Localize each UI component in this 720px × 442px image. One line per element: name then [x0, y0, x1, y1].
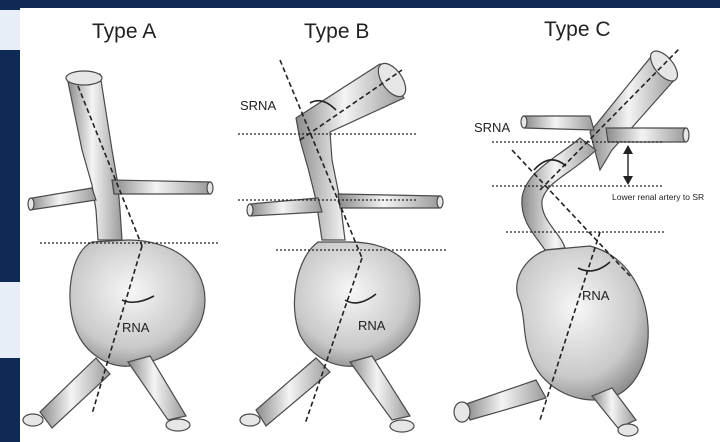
type-c-rna-label: RNA: [582, 288, 609, 303]
type-c-distance-note: Lower renal artery to SR: [612, 192, 704, 202]
type-b-srna-label: SRNA: [240, 98, 276, 113]
type-b-rna-label: RNA: [358, 318, 385, 333]
type-c-srna-label: SRNA: [474, 120, 510, 135]
type-a-title: Type A: [92, 20, 156, 44]
type-b-title: Type B: [304, 20, 369, 44]
type-a-rna-label: RNA: [122, 320, 149, 335]
type-c-title: Type C: [544, 18, 611, 42]
